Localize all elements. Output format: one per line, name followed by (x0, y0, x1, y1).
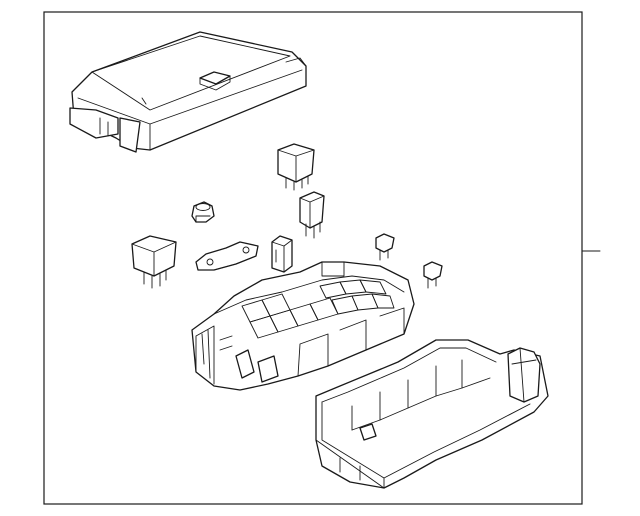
fuse-box-cover (69, 31, 307, 153)
grommet (191, 201, 215, 223)
lower-housing (315, 339, 549, 489)
relay-left (131, 235, 177, 289)
relay-upper (277, 143, 315, 191)
relay-middle (299, 191, 325, 239)
fuse-block (191, 261, 415, 391)
mini-fuse-2 (423, 261, 443, 289)
diagram-frame (43, 11, 583, 505)
bracket (195, 241, 259, 271)
mini-fuse-1 (375, 233, 395, 261)
fuse-puller (271, 235, 293, 273)
